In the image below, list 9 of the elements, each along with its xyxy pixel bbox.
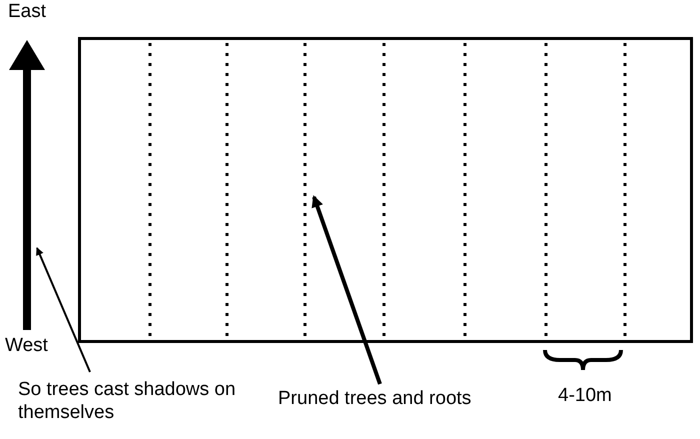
direction-label: East	[8, 0, 46, 23]
leader-line	[36, 247, 91, 372]
leader-line	[312, 195, 382, 385]
caption-text: Pruned trees and roots	[278, 387, 472, 410]
field-plot	[78, 37, 693, 343]
direction-arrow	[9, 40, 45, 330]
dimension-label: 4-10m	[558, 384, 612, 407]
caption-text: So trees cast shadows on themselves	[18, 378, 237, 424]
direction-label: West	[5, 334, 48, 357]
